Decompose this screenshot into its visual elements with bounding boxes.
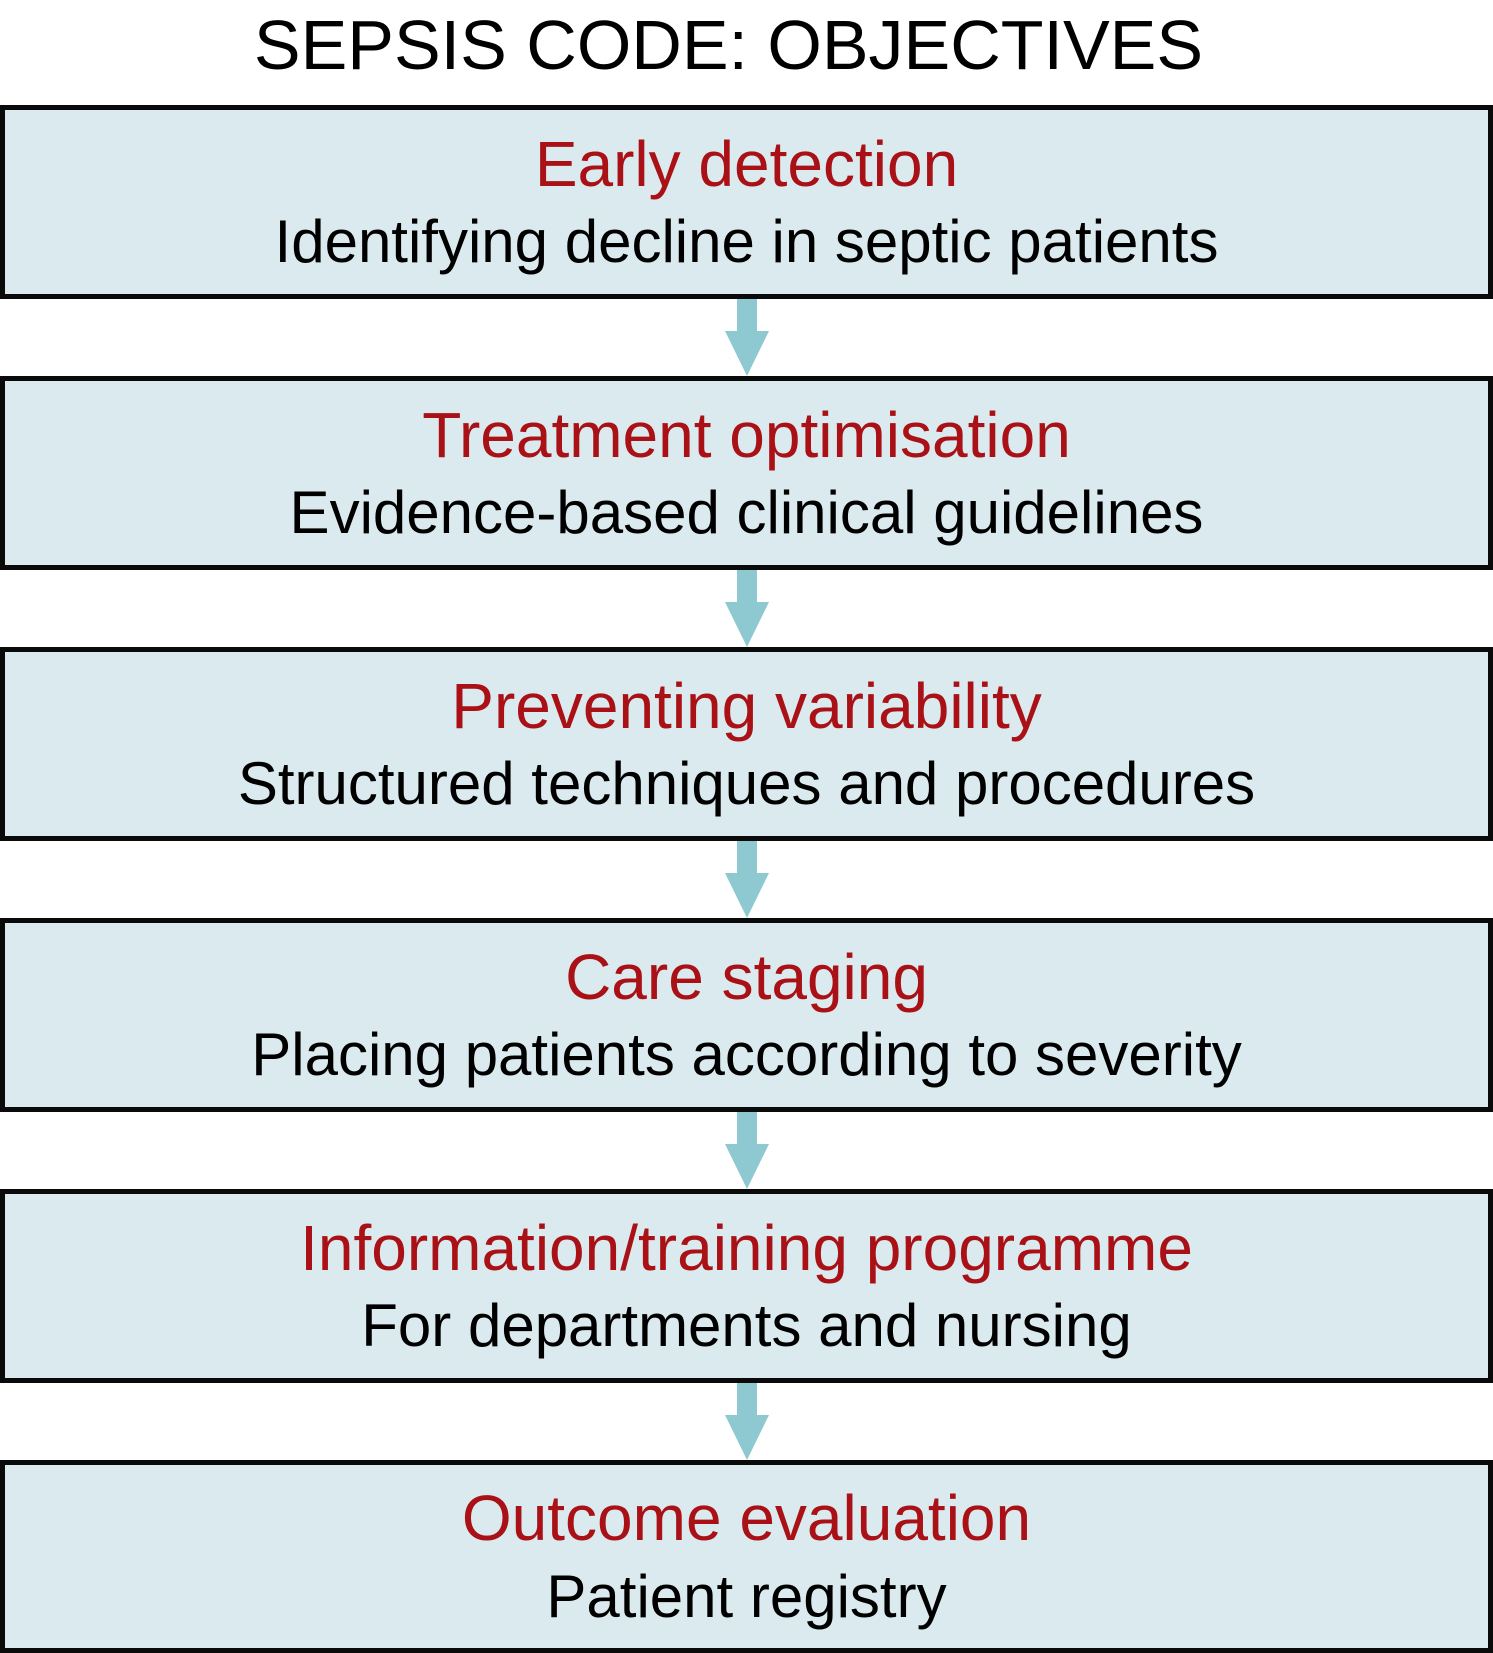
flow-step-outcome-evaluation: Outcome evaluation Patient registry <box>0 1460 1493 1653</box>
title-bar: SEPSIS CODE: OBJECTIVES <box>0 0 1493 105</box>
step-subtitle: Patient registry <box>546 1562 947 1630</box>
flow-step-preventing-variability: Preventing variability Structured techni… <box>0 647 1493 841</box>
down-arrow-icon <box>0 1383 1493 1460</box>
step-heading: Information/training programme <box>300 1211 1193 1284</box>
step-subtitle: Placing patients according to severity <box>251 1021 1242 1089</box>
down-arrow-icon <box>0 841 1493 918</box>
step-heading: Care staging <box>565 940 928 1013</box>
down-arrow-icon <box>0 1112 1493 1189</box>
down-arrow-icon <box>0 570 1493 647</box>
step-heading: Preventing variability <box>451 669 1042 742</box>
page-title: SEPSIS CODE: OBJECTIVES <box>253 6 1204 84</box>
step-subtitle: Evidence-based clinical guidelines <box>289 479 1204 547</box>
flow-step-information-training-programme: Information/training programme For depar… <box>0 1189 1493 1383</box>
flow-step-early-detection: Early detection Identifying decline in s… <box>0 105 1493 299</box>
step-subtitle: For departments and nursing <box>361 1292 1132 1360</box>
step-subtitle: Structured techniques and procedures <box>237 750 1256 818</box>
flow-step-care-staging: Care staging Placing patients according … <box>0 918 1493 1112</box>
step-heading: Early detection <box>534 127 959 200</box>
flow-step-treatment-optimisation: Treatment optimisation Evidence-based cl… <box>0 376 1493 570</box>
step-heading: Treatment optimisation <box>422 398 1071 471</box>
step-heading: Outcome evaluation <box>461 1482 1032 1555</box>
down-arrow-icon <box>0 299 1493 376</box>
step-subtitle: Identifying decline in septic patients <box>274 208 1219 276</box>
